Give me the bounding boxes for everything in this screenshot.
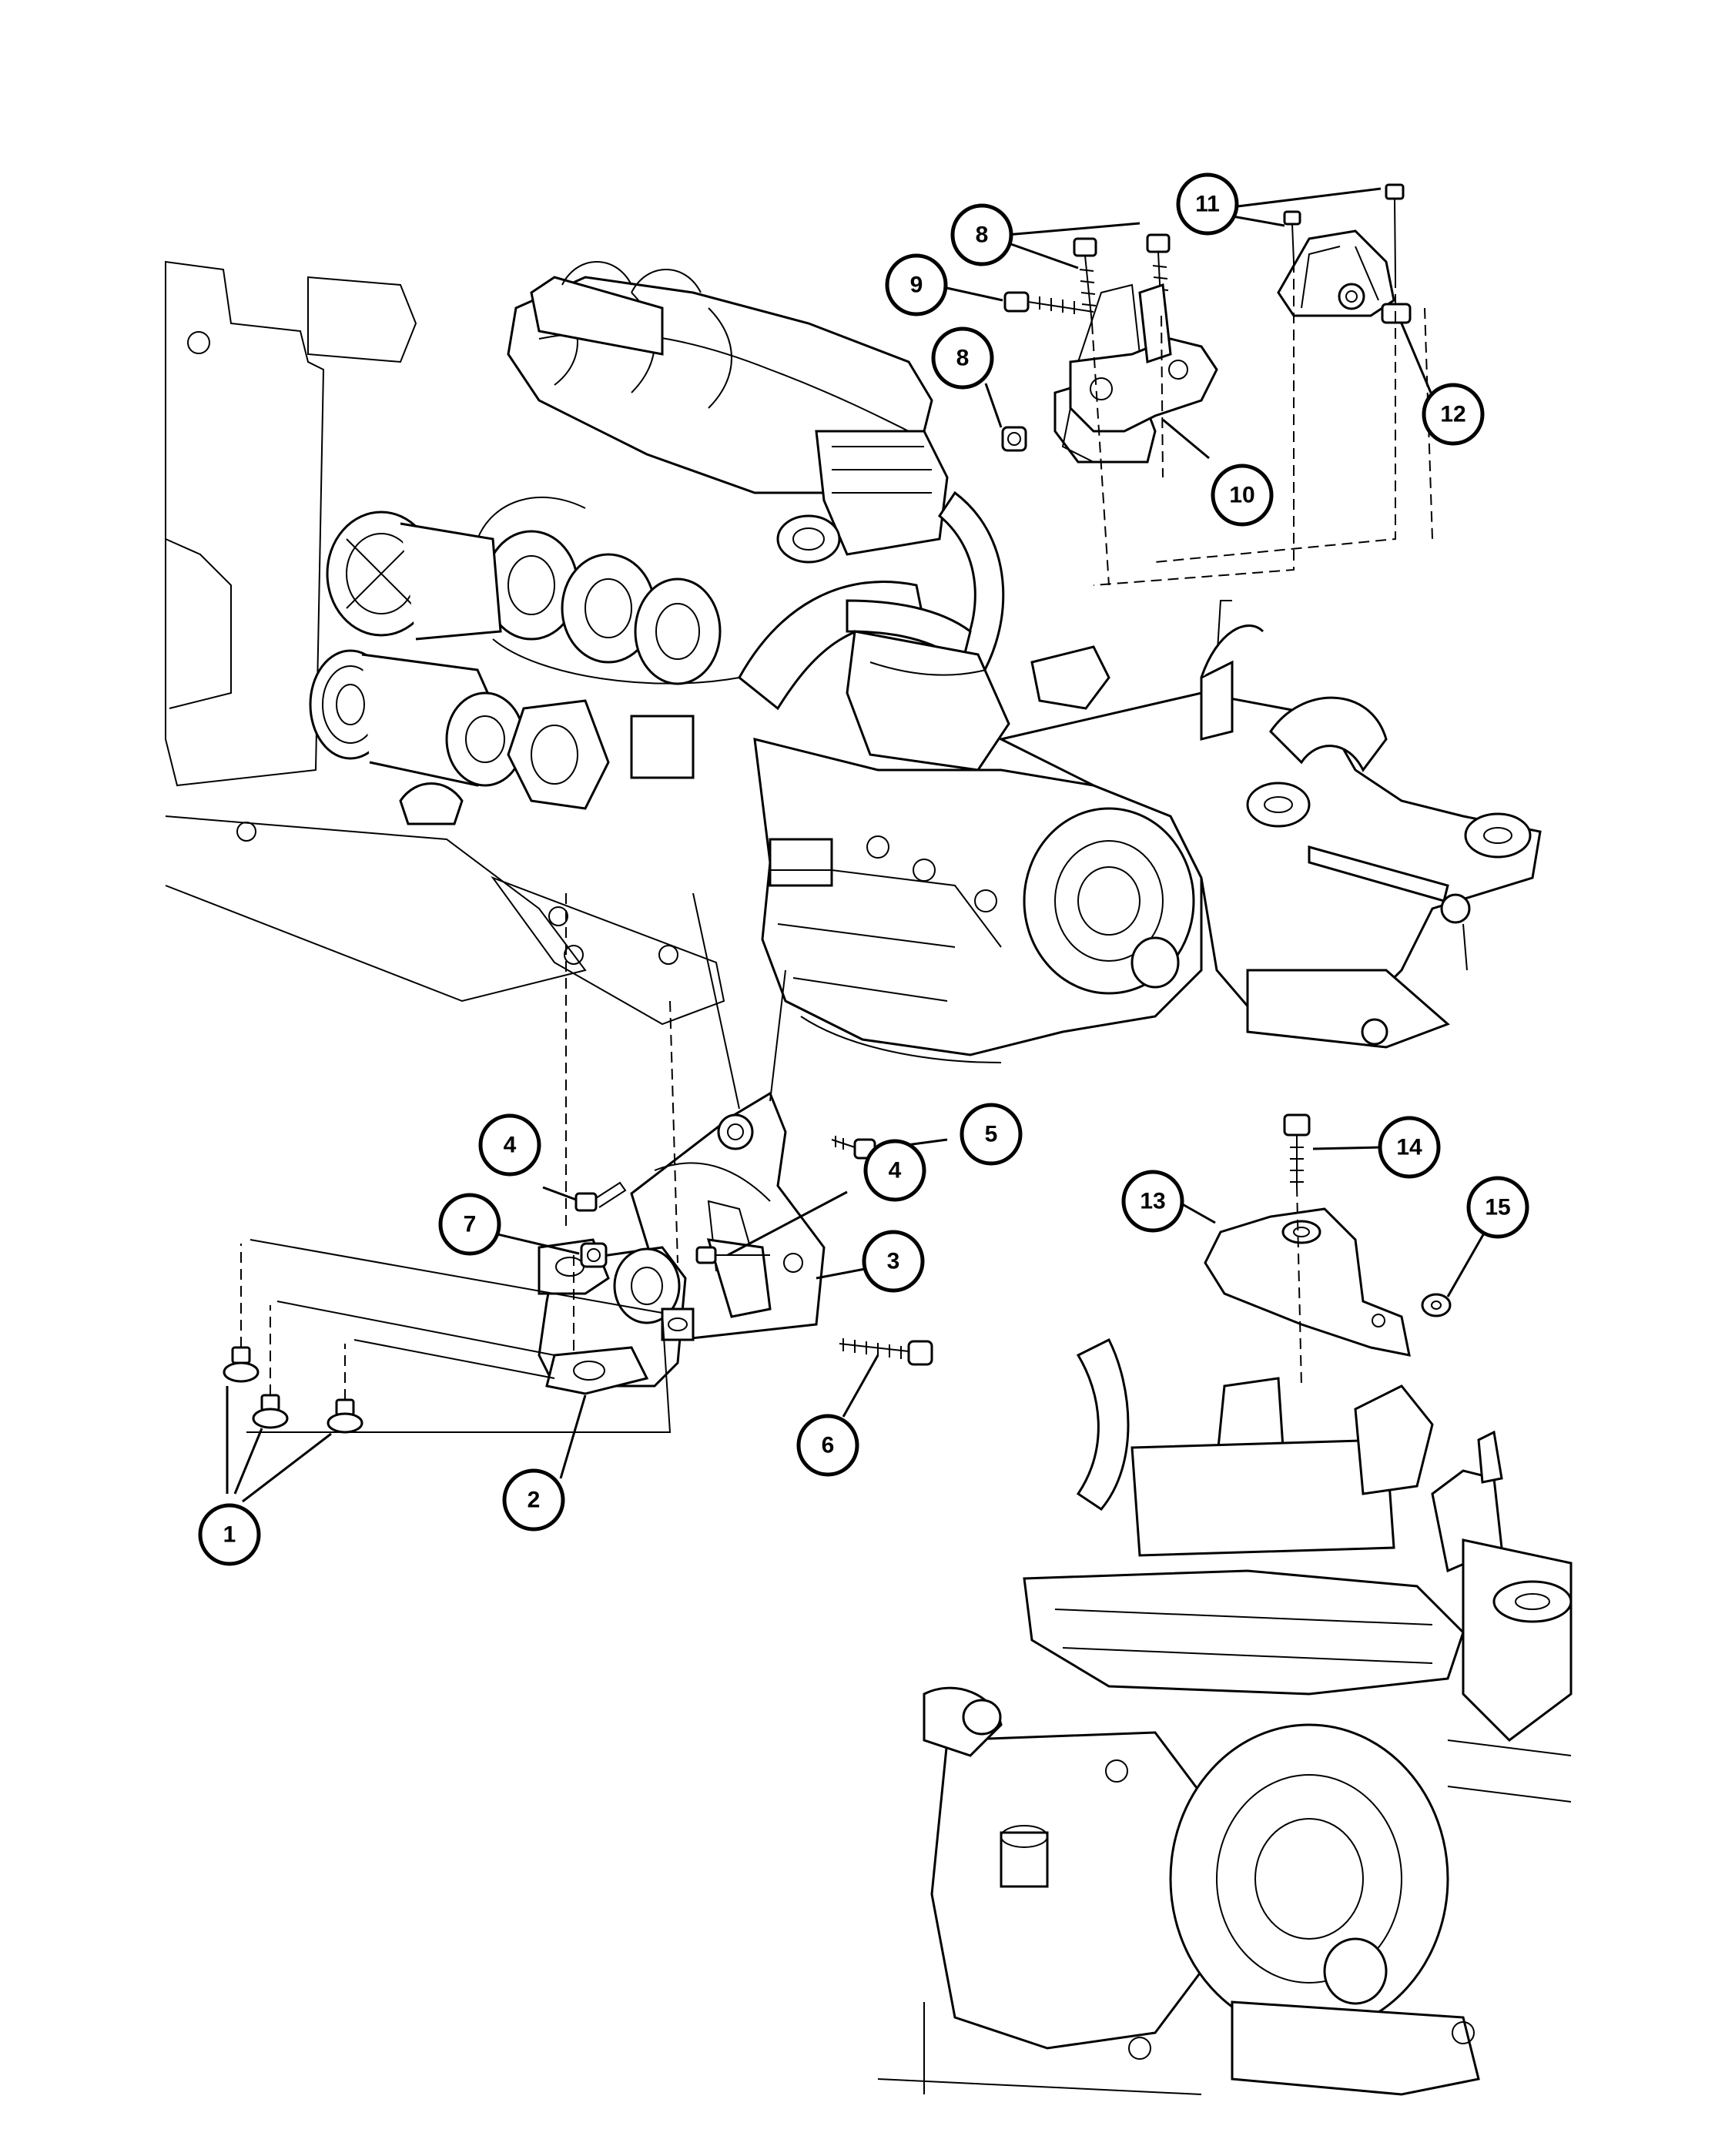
callout-12: 12 bbox=[1422, 383, 1485, 446]
ac-compressor bbox=[309, 649, 525, 825]
svg-text:4: 4 bbox=[504, 1133, 517, 1158]
svg-text:14: 14 bbox=[1396, 1135, 1422, 1160]
inset-detail-view bbox=[877, 1113, 1573, 2096]
bolt-6 bbox=[839, 1338, 933, 1366]
callout-4-lower: 4 bbox=[863, 1139, 926, 1202]
bolt-4-lower bbox=[695, 1246, 770, 1264]
svg-text:15: 15 bbox=[1485, 1195, 1510, 1220]
nut-7 bbox=[580, 1242, 608, 1268]
callout-6: 6 bbox=[796, 1414, 859, 1477]
svg-text:4: 4 bbox=[889, 1158, 902, 1183]
callout-11: 11 bbox=[1176, 172, 1239, 236]
svg-text:3: 3 bbox=[887, 1249, 900, 1274]
svg-text:10: 10 bbox=[1229, 483, 1254, 508]
washer-15 bbox=[1421, 1293, 1452, 1317]
engine-assembly-illustration bbox=[165, 260, 1542, 1063]
callout-10: 10 bbox=[1211, 464, 1274, 527]
svg-text:8: 8 bbox=[976, 223, 989, 248]
callout-13: 13 bbox=[1121, 1170, 1184, 1233]
left-mount-assembly bbox=[223, 892, 933, 1434]
bolt-9 bbox=[1003, 291, 1094, 314]
svg-text:1: 1 bbox=[223, 1522, 236, 1548]
svg-text:12: 12 bbox=[1440, 402, 1465, 427]
callout-15: 15 bbox=[1466, 1176, 1529, 1239]
bolt-4-upper bbox=[574, 1181, 627, 1212]
callout-8-lower: 8 bbox=[931, 326, 994, 390]
callout-7: 7 bbox=[438, 1193, 501, 1256]
callout-3: 3 bbox=[862, 1230, 925, 1293]
exhaust-manifold bbox=[477, 497, 740, 685]
svg-text:7: 7 bbox=[464, 1212, 477, 1237]
leader-lines bbox=[226, 187, 1486, 1503]
callout-5: 5 bbox=[960, 1103, 1023, 1166]
transaxle-housing bbox=[753, 738, 1203, 1063]
bolt-14 bbox=[1283, 1113, 1311, 1186]
svg-text:8: 8 bbox=[956, 346, 970, 371]
svg-text:2: 2 bbox=[528, 1488, 541, 1513]
svg-text:5: 5 bbox=[985, 1122, 998, 1147]
mount-12 bbox=[1277, 229, 1412, 324]
callout-8-upper: 8 bbox=[950, 203, 1013, 266]
svg-text:13: 13 bbox=[1140, 1189, 1165, 1214]
bolt-11 bbox=[1283, 183, 1405, 278]
svg-text:11: 11 bbox=[1195, 192, 1220, 217]
alternator bbox=[326, 511, 502, 641]
flange-bolts-1 bbox=[223, 1346, 363, 1434]
heat-shield-13 bbox=[1204, 1207, 1411, 1357]
callout-9: 9 bbox=[885, 253, 948, 316]
engine-cradle bbox=[997, 600, 1542, 1049]
nut-8-lower bbox=[1001, 426, 1027, 452]
callout-2: 2 bbox=[502, 1468, 565, 1532]
upper-mount-hardware bbox=[1001, 183, 1433, 586]
insulator-2 bbox=[538, 1238, 695, 1395]
svg-text:9: 9 bbox=[910, 273, 923, 298]
svg-text:6: 6 bbox=[822, 1433, 835, 1458]
callout-1: 1 bbox=[198, 1503, 261, 1566]
callout-4-upper: 4 bbox=[478, 1113, 541, 1177]
callout-14: 14 bbox=[1378, 1116, 1441, 1179]
bracket-10 bbox=[1061, 283, 1218, 463]
bolt-8-upper bbox=[1073, 233, 1171, 324]
